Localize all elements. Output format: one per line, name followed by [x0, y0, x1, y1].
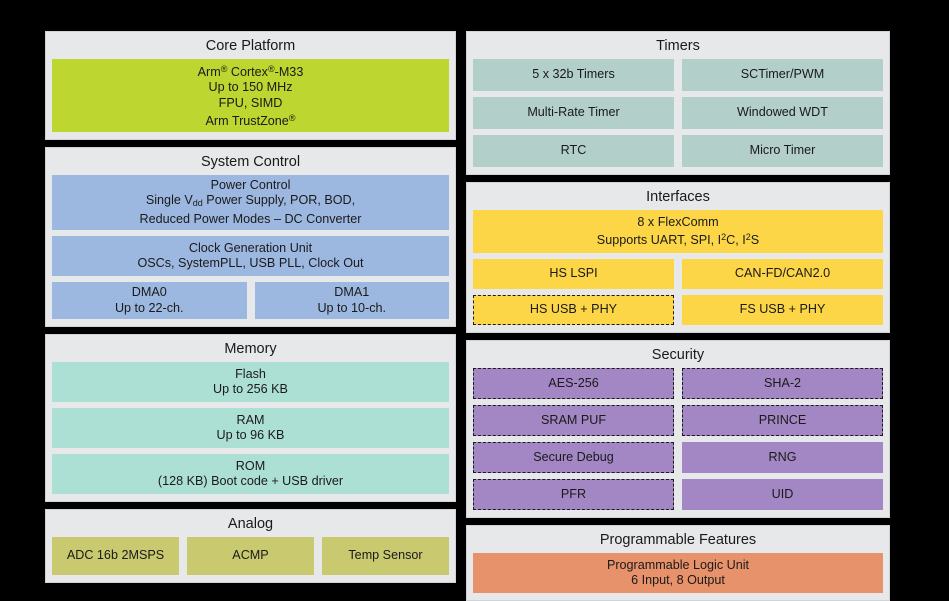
- cgu-line-2: OSCs, SystemPLL, USB PLL, Clock Out: [137, 256, 364, 270]
- interfaces-row-1: HS LSPI CAN-FD/CAN2.0: [473, 259, 883, 289]
- block-hs-usb-phy[interactable]: HS USB + PHY: [473, 295, 674, 325]
- group-title-memory: Memory: [224, 341, 277, 357]
- dma-row: DMA0 Up to 22-ch. DMA1 Up to 10-ch.: [52, 282, 449, 319]
- block-hs-lspi[interactable]: HS LSPI: [473, 259, 674, 289]
- core-line-3: FPU, SIMD: [218, 95, 283, 110]
- block-windowed-wdt[interactable]: Windowed WDT: [682, 97, 883, 129]
- group-title-timers: Timers: [656, 38, 700, 54]
- ram-line-2: Up to 96 KB: [216, 428, 285, 442]
- block-arm-cortex-m33[interactable]: Arm® Cortex®-M33 Up to 150 MHz FPU, SIMD…: [52, 59, 449, 132]
- power-control-line-1: Power Control: [210, 177, 291, 192]
- group-title-security: Security: [651, 347, 705, 363]
- dma1-line-1: DMA1: [334, 285, 370, 299]
- block-acmp[interactable]: ACMP: [187, 537, 314, 575]
- security-blocks: AES-256 SHA-2 SRAM PUF PRINCE Secure Deb…: [473, 368, 883, 510]
- block-ram[interactable]: RAM Up to 96 KB: [52, 408, 449, 448]
- block-prince[interactable]: PRINCE: [682, 405, 883, 436]
- group-timers: Timers 5 x 32b Timers SCTimer/PWM Multi-…: [466, 31, 890, 175]
- block-multi-rate-timer[interactable]: Multi-Rate Timer: [473, 97, 674, 129]
- plu-line-1: Programmable Logic Unit: [606, 557, 750, 572]
- group-security: Security AES-256 SHA-2 SRAM PUF PRINCE S…: [466, 340, 890, 518]
- memory-blocks: Flash Up to 256 KB RAM Up to 96 KB ROM (…: [52, 362, 449, 494]
- block-sram-puf[interactable]: SRAM PUF: [473, 405, 674, 436]
- block-flexcomm[interactable]: 8 x FlexComm Supports UART, SPI, I2C, I2…: [473, 210, 883, 253]
- block-rng[interactable]: RNG: [682, 442, 883, 473]
- plu-line-2: 6 Input, 8 Output: [631, 573, 725, 587]
- block-programmable-logic-unit[interactable]: Programmable Logic Unit 6 Input, 8 Outpu…: [473, 553, 883, 593]
- block-sha-2[interactable]: SHA-2: [682, 368, 883, 399]
- core-line-1: Arm® Cortex®-M33: [197, 63, 304, 79]
- timers-row-2: Multi-Rate Timer Windowed WDT: [473, 97, 883, 129]
- timers-row-3: RTC Micro Timer: [473, 135, 883, 167]
- interfaces-row-2: HS USB + PHY FS USB + PHY: [473, 295, 883, 325]
- power-control-line-2: Single Vdd Power Supply, POR, BOD,: [145, 193, 356, 209]
- block-pfr[interactable]: PFR: [473, 479, 674, 510]
- group-system-control: System Control Power Control Single Vdd …: [45, 147, 456, 327]
- dma0-line-1: DMA0: [131, 285, 167, 299]
- analog-blocks: ADC 16b 2MSPS ACMP Temp Sensor: [52, 537, 449, 575]
- rom-line-2: (128 KB) Boot code + USB driver: [157, 474, 344, 488]
- block-micro-timer[interactable]: Micro Timer: [682, 135, 883, 167]
- block-fs-usb-phy[interactable]: FS USB + PHY: [682, 295, 883, 325]
- group-title-programmable-features: Programmable Features: [599, 532, 757, 548]
- block-sctimer-pwm[interactable]: SCTimer/PWM: [682, 59, 883, 91]
- block-uid[interactable]: UID: [682, 479, 883, 510]
- block-rom[interactable]: ROM (128 KB) Boot code + USB driver: [52, 454, 449, 494]
- group-title-system-control: System Control: [200, 154, 301, 170]
- block-can-fd[interactable]: CAN-FD/CAN2.0: [682, 259, 883, 289]
- group-core-platform: Core Platform Arm® Cortex®-M33 Up to 150…: [45, 31, 456, 140]
- programmable-blocks: Programmable Logic Unit 6 Input, 8 Outpu…: [473, 553, 883, 593]
- ram-line-1: RAM: [236, 412, 265, 427]
- block-aes-256[interactable]: AES-256: [473, 368, 674, 399]
- flexcomm-line-2: Supports UART, SPI, I2C, I2S: [596, 232, 760, 247]
- security-row-2: SRAM PUF PRINCE: [473, 405, 883, 436]
- dma1-line-2: Up to 10-ch.: [317, 300, 387, 315]
- interfaces-blocks: 8 x FlexComm Supports UART, SPI, I2C, I2…: [473, 210, 883, 325]
- block-power-control[interactable]: Power Control Single Vdd Power Supply, P…: [52, 175, 449, 230]
- block-flash[interactable]: Flash Up to 256 KB: [52, 362, 449, 402]
- core-line-4: Arm TrustZone®: [205, 113, 296, 128]
- timers-row-1: 5 x 32b Timers SCTimer/PWM: [473, 59, 883, 91]
- right-column: Timers 5 x 32b Timers SCTimer/PWM Multi-…: [466, 31, 890, 601]
- flash-line-1: Flash: [235, 366, 266, 381]
- block-secure-debug[interactable]: Secure Debug: [473, 442, 674, 473]
- rom-line-1: ROM: [235, 458, 266, 473]
- left-column: Core Platform Arm® Cortex®-M33 Up to 150…: [45, 31, 456, 583]
- group-memory: Memory Flash Up to 256 KB RAM Up to 96 K…: [45, 334, 456, 502]
- security-row-4: PFR UID: [473, 479, 883, 510]
- group-title-analog: Analog: [227, 516, 274, 532]
- block-dma0[interactable]: DMA0 Up to 22-ch.: [52, 282, 247, 319]
- analog-row: ADC 16b 2MSPS ACMP Temp Sensor: [52, 537, 449, 575]
- block-clock-generation-unit[interactable]: Clock Generation Unit OSCs, SystemPLL, U…: [52, 236, 449, 276]
- core-line-2: Up to 150 MHz: [208, 80, 293, 94]
- timers-blocks: 5 x 32b Timers SCTimer/PWM Multi-Rate Ti…: [473, 59, 883, 167]
- block-dma1[interactable]: DMA1 Up to 10-ch.: [254, 282, 449, 319]
- block-temp-sensor[interactable]: Temp Sensor: [322, 537, 449, 575]
- security-row-1: AES-256 SHA-2: [473, 368, 883, 399]
- power-control-line-3: Reduced Power Modes – DC Converter: [139, 211, 362, 226]
- group-title-core-platform: Core Platform: [205, 38, 296, 54]
- group-title-interfaces: Interfaces: [646, 189, 710, 205]
- system-control-blocks: Power Control Single Vdd Power Supply, P…: [52, 175, 449, 319]
- group-programmable-features: Programmable Features Programmable Logic…: [466, 525, 890, 601]
- group-interfaces: Interfaces 8 x FlexComm Supports UART, S…: [466, 182, 890, 333]
- block-adc[interactable]: ADC 16b 2MSPS: [52, 537, 179, 575]
- cgu-line-1: Clock Generation Unit: [188, 240, 313, 255]
- core-platform-blocks: Arm® Cortex®-M33 Up to 150 MHz FPU, SIMD…: [52, 59, 449, 132]
- group-analog: Analog ADC 16b 2MSPS ACMP Temp Sensor: [45, 509, 456, 583]
- block-rtc[interactable]: RTC: [473, 135, 674, 167]
- flexcomm-line-1: 8 x FlexComm: [637, 214, 719, 229]
- flash-line-2: Up to 256 KB: [213, 382, 288, 396]
- block-32b-timers[interactable]: 5 x 32b Timers: [473, 59, 674, 91]
- dma0-line-2: Up to 22-ch.: [114, 300, 184, 315]
- security-row-3: Secure Debug RNG: [473, 442, 883, 473]
